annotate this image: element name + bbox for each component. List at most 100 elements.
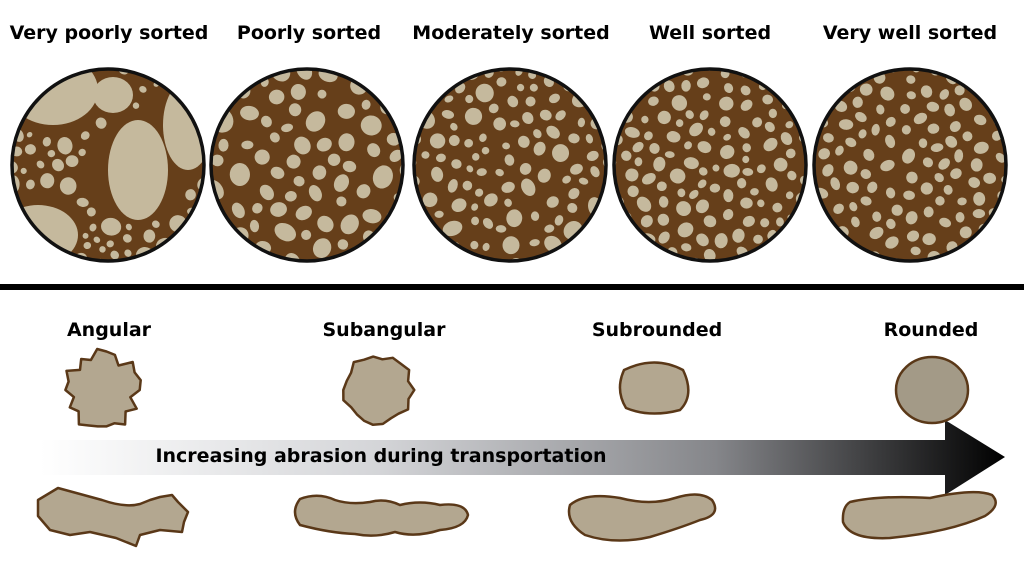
- grain: [939, 217, 952, 228]
- grain: [957, 197, 967, 206]
- grain: [516, 83, 525, 92]
- grain: [699, 110, 709, 121]
- grain: [913, 112, 928, 125]
- grain: [471, 203, 479, 211]
- grain: [525, 96, 536, 107]
- grain: [772, 202, 783, 213]
- grain: [570, 163, 583, 175]
- grain: [830, 177, 841, 191]
- grain: [510, 120, 520, 128]
- grain: [529, 239, 540, 247]
- grain: [970, 158, 983, 172]
- grain: [935, 196, 945, 206]
- grain: [918, 138, 928, 148]
- grain: [785, 121, 794, 129]
- grain: [886, 218, 896, 230]
- grain: [954, 149, 964, 163]
- grain: [495, 168, 504, 177]
- grain: [360, 115, 382, 136]
- arrow-label: Increasing abrasion during transportatio…: [155, 445, 607, 467]
- grain: [785, 148, 796, 159]
- grain: [254, 149, 270, 165]
- grain: [757, 199, 765, 208]
- grain: [973, 141, 989, 154]
- grain: [906, 171, 918, 184]
- grain: [57, 136, 73, 155]
- grain: [923, 206, 934, 218]
- grain: [943, 185, 953, 195]
- grain: [479, 133, 487, 142]
- grain: [684, 141, 692, 150]
- grain: [876, 104, 885, 115]
- grain: [872, 211, 882, 222]
- grain: [89, 223, 97, 232]
- grain: [333, 174, 350, 192]
- label-rounded: Rounded: [883, 319, 979, 341]
- grain: [719, 96, 734, 111]
- grain: [658, 231, 670, 244]
- grain: [846, 181, 859, 194]
- grain: [642, 172, 656, 185]
- grain: [901, 125, 911, 135]
- grain: [305, 111, 326, 132]
- grain: [269, 132, 280, 143]
- grain: [702, 93, 711, 101]
- grain: [950, 168, 962, 179]
- grain: [723, 189, 734, 203]
- grain: [689, 189, 699, 199]
- grain: [696, 77, 710, 89]
- grain: [742, 155, 750, 164]
- grain: [578, 177, 589, 185]
- grain: [910, 246, 921, 256]
- grain: [959, 226, 972, 239]
- grain: [151, 220, 160, 228]
- grain: [738, 127, 750, 139]
- grain: [869, 226, 884, 240]
- grain: [421, 151, 430, 159]
- grain: [858, 129, 867, 139]
- grain: [317, 215, 334, 233]
- grain: [241, 140, 254, 150]
- label-angular: Angular: [66, 319, 152, 341]
- grain: [496, 77, 507, 87]
- grain: [259, 184, 274, 201]
- grain: [20, 167, 27, 174]
- grain: [681, 243, 692, 252]
- grain: [577, 117, 586, 128]
- grain: [590, 166, 600, 178]
- grain: [340, 214, 359, 235]
- grain: [780, 132, 793, 146]
- grain: [293, 176, 305, 187]
- grain: [785, 191, 794, 200]
- grain: [546, 125, 560, 139]
- grain: [585, 133, 594, 144]
- grain: [973, 114, 987, 126]
- grain: [833, 203, 844, 215]
- sorting-sample-very-poorly: [10, 67, 206, 263]
- grain: [95, 117, 107, 129]
- clast-angular: [64, 347, 142, 428]
- grain: [644, 131, 653, 141]
- sample-outline: [412, 67, 608, 263]
- grain: [519, 162, 532, 175]
- grain: [506, 209, 523, 228]
- grain: [435, 153, 446, 163]
- grain: [317, 89, 327, 99]
- grain: [82, 232, 89, 239]
- grain: [636, 196, 652, 212]
- sorting-sample-very-well: [812, 67, 1008, 263]
- grain: [80, 131, 90, 140]
- grain: [675, 119, 684, 128]
- label-very-poorly-sorted: Very poorly sorted: [9, 22, 209, 44]
- grain: [843, 160, 858, 175]
- grain: [288, 103, 302, 117]
- grain: [860, 196, 872, 206]
- grain: [669, 168, 686, 184]
- grain: [698, 167, 708, 176]
- grain: [625, 168, 639, 182]
- grain: [389, 149, 403, 162]
- grain: [529, 83, 538, 92]
- grain: [903, 190, 915, 200]
- grain: [983, 172, 997, 184]
- grain: [818, 148, 830, 160]
